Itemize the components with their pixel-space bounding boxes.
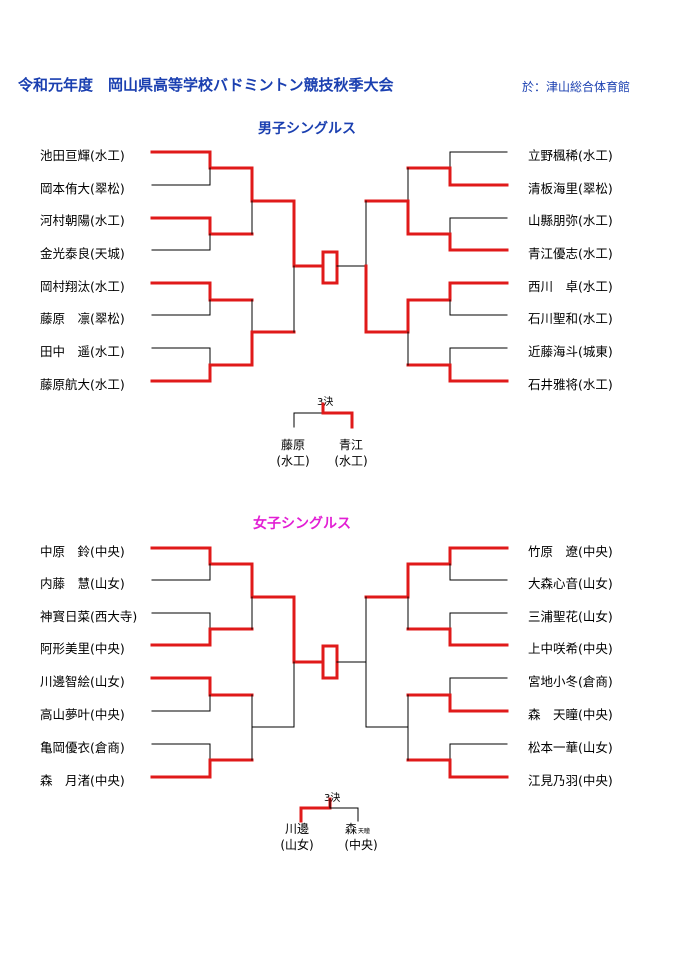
men-right-r2-match-1 (364, 167, 410, 236)
women-right-player-1: 竹原 遼(中央) (528, 544, 613, 559)
men-right-player-3: 山縣朋弥(水工) (528, 213, 613, 228)
men-singles-title: 男子シングルス (258, 121, 356, 137)
women-third-place-label: 3決 (324, 793, 341, 804)
women-left-player-3: 神寳日菜(西大寺) (40, 609, 138, 624)
women-left-player-6: 高山夢叶(中央) (40, 707, 125, 722)
women-right-r1-match-4 (406, 743, 509, 779)
men-right-r1-match-4 (406, 347, 509, 383)
men-right-player-6: 石川聖和(水工) (528, 311, 613, 326)
men-left-player-1: 池田亘輝(水工) (40, 148, 125, 163)
men-left-player-6: 藤原 凛(翠松) (40, 311, 125, 326)
men-left-player-7: 田中 遥(水工) (40, 344, 125, 359)
women-left-player-1: 中原 鈴(中央) (40, 544, 125, 559)
women-right-r1-match-1 (406, 546, 509, 581)
women-left-r2-match-2 (251, 694, 295, 761)
women-left-r1-match-3 (150, 676, 254, 712)
men-left-r1-match-4 (150, 347, 254, 383)
men-third-place-label: 3決 (317, 397, 334, 408)
women-third-right-school: (中央) (344, 838, 378, 852)
men-left-player-2: 岡本侑大(翠松) (40, 181, 125, 196)
women-left-player-4: 阿形美里(中央) (40, 641, 125, 656)
men-left-r1-match-3 (150, 281, 254, 316)
men-third-left-name: 藤原 (280, 438, 305, 452)
men-final-box (321, 250, 339, 285)
men-right-player-8: 石井雅将(水工) (528, 377, 613, 392)
men-left-player-5: 岡村翔汰(水工) (40, 279, 125, 294)
page-title: 令和元年度 岡山県高等学校バドミントン競技秋季大会 (18, 76, 394, 94)
venue-label: 於：津山総合体育館 (522, 80, 631, 94)
men-right-player-7: 近藤海斗(城東) (528, 344, 613, 359)
men-left-player-8: 藤原航大(水工) (40, 377, 125, 392)
women-left-player-8: 森 月渚(中央) (40, 773, 125, 788)
women-right-player-3: 三浦聖花(山女) (528, 609, 613, 624)
men-third-right-name: 青江 (338, 438, 363, 452)
women-right-r2-match-2 (365, 694, 409, 761)
men-left-r1-match-1 (150, 150, 254, 186)
women-left-player-2: 内藤 慧(山女) (40, 576, 125, 591)
women-right-player-7: 松本一華(山女) (528, 740, 613, 755)
men-left-r2-match-1 (250, 166, 296, 235)
women-right-player-4: 上中咲希(中央) (528, 641, 613, 656)
women-third-place-bracket (299, 797, 359, 823)
women-left-semifinal (292, 595, 325, 728)
women-right-r1-match-3 (406, 677, 509, 713)
men-left-r2-match-2 (250, 299, 296, 367)
women-final-box (321, 644, 339, 680)
men-third-right-school: (水工) (334, 454, 368, 468)
women-right-player-5: 宮地小冬(倉商) (528, 674, 613, 689)
men-right-player-2: 清板海里(翠松) (528, 181, 613, 196)
women-third-right-name: 森 (345, 822, 358, 836)
men-left-r1-match-2 (150, 216, 254, 251)
women-left-player-5: 川邊智絵(山女) (40, 674, 125, 689)
men-right-player-4: 青江優志(水工) (528, 246, 613, 261)
women-right-r1-match-2 (406, 612, 509, 647)
men-right-r2-match-2 (364, 298, 410, 366)
women-third-right-name-suffix: 天瞳 (358, 828, 371, 835)
men-third-place-bracket (293, 402, 354, 429)
women-right-player-8: 江見乃羽(中央) (528, 773, 613, 788)
women-left-r2-match-1 (250, 562, 296, 630)
women-left-r1-match-2 (150, 612, 254, 647)
women-right-player-6: 森 天瞳(中央) (528, 707, 613, 722)
men-left-player-3: 河村朝陽(水工) (40, 213, 125, 228)
women-left-r1-match-4 (150, 743, 254, 779)
women-third-left-name: 川邊 (284, 822, 309, 836)
women-left-player-7: 亀岡優衣(倉商) (40, 740, 125, 755)
men-right-r1-match-3 (406, 281, 509, 316)
men-right-player-5: 西川 卓(水工) (528, 279, 613, 294)
men-left-player-4: 金光泰良(天城) (40, 246, 125, 261)
men-third-left-school: (水工) (276, 454, 310, 468)
women-right-r2-match-1 (364, 562, 410, 630)
women-right-player-2: 大森心音(山女) (528, 576, 613, 591)
men-right-r1-match-1 (406, 151, 509, 187)
men-right-r1-match-2 (406, 217, 509, 252)
women-third-left-school: (山女) (280, 838, 314, 852)
men-left-semifinal (292, 199, 325, 333)
women-singles-title: 女子シングルス (253, 516, 351, 532)
women-left-r1-match-1 (150, 546, 254, 581)
men-right-player-1: 立野楓稀(水工) (528, 148, 613, 163)
